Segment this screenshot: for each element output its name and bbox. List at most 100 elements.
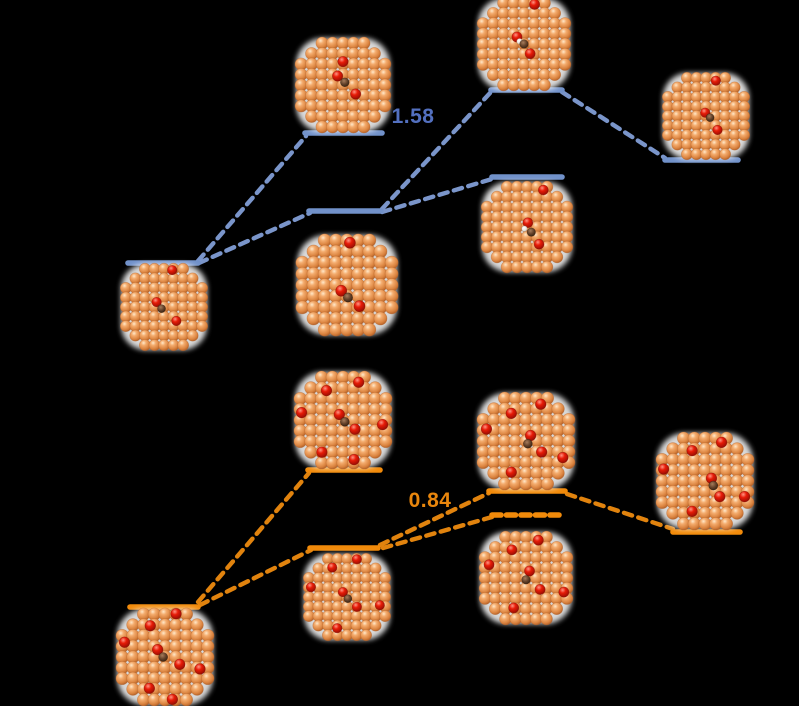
- pathway-top: 1.58: [119, 0, 751, 352]
- o-atom: [171, 315, 182, 327]
- nanoparticle-intermediate2: [302, 552, 392, 642]
- o-atom: [524, 48, 536, 60]
- cu-atom: [190, 682, 204, 696]
- cu-atom: [551, 466, 565, 480]
- o-atom: [535, 446, 548, 458]
- cu-atom: [201, 671, 215, 686]
- c-atom: [521, 575, 531, 585]
- cu-atom: [538, 78, 551, 92]
- nanoparticle-intermediate2: [480, 180, 574, 274]
- o-atom: [686, 505, 698, 518]
- o-atom: [686, 444, 698, 457]
- cu-atom: [540, 477, 555, 491]
- connector-dashed: [197, 547, 314, 608]
- connector-dashed: [379, 89, 494, 212]
- o-atom: [348, 453, 360, 466]
- o-atom: [305, 582, 316, 593]
- nanoparticle-final: [655, 431, 755, 531]
- c-atom: [340, 77, 350, 87]
- o-atom: [524, 565, 535, 577]
- o-atom: [712, 124, 723, 136]
- o-atom: [657, 463, 670, 475]
- cu-atom: [378, 99, 392, 113]
- o-atom: [337, 587, 348, 598]
- cu-atom: [540, 260, 554, 274]
- nanoparticle-intermediate3: [478, 530, 574, 626]
- cu-atom: [550, 602, 564, 616]
- o-atom: [538, 184, 549, 196]
- cu-atom: [196, 320, 209, 332]
- nanoparticle-ts: [476, 391, 576, 491]
- cu-atom: [738, 129, 751, 141]
- cu-atom: [186, 329, 199, 342]
- connector-dashed: [196, 210, 313, 266]
- o-atom: [327, 562, 338, 573]
- cu-atom: [368, 445, 382, 459]
- cu-atom: [379, 610, 392, 622]
- o-atom: [505, 466, 517, 478]
- connector-dashed: [377, 490, 492, 548]
- cu-atom: [360, 629, 372, 642]
- nanoparticle-ts1: [294, 36, 392, 134]
- cu-atom: [550, 250, 564, 264]
- o-atom: [353, 300, 366, 313]
- cu-atom: [540, 612, 553, 626]
- nanoparticle-initial: [119, 262, 209, 352]
- connector-dashed: [559, 89, 668, 161]
- o-atom: [343, 236, 356, 249]
- o-atom: [332, 70, 344, 82]
- nanoparticle-intermediate1: [293, 370, 393, 470]
- o-atom: [333, 408, 345, 421]
- o-atom: [143, 682, 156, 694]
- o-atom: [483, 559, 495, 571]
- o-atom: [316, 446, 328, 458]
- o-atom: [166, 693, 179, 705]
- pathway-bottom: 0.84: [115, 370, 755, 706]
- connector-dashed: [564, 491, 676, 532]
- o-atom: [738, 490, 751, 503]
- o-atom: [335, 284, 348, 297]
- o-atom: [337, 56, 349, 68]
- cu-atom: [179, 693, 194, 706]
- o-atom: [529, 0, 540, 10]
- o-atom: [194, 663, 206, 675]
- o-atom: [522, 217, 534, 228]
- cu-atom: [719, 517, 734, 531]
- h-atom: [521, 225, 528, 232]
- o-atom: [349, 423, 361, 435]
- cu-atom: [379, 434, 393, 449]
- o-atom: [350, 88, 362, 100]
- cu-atom: [357, 456, 372, 470]
- c-atom: [519, 39, 529, 49]
- c-atom: [158, 652, 168, 662]
- c-atom: [708, 480, 719, 491]
- o-atom: [320, 384, 333, 397]
- c-atom: [340, 417, 350, 427]
- c-atom: [523, 438, 533, 449]
- o-atom: [174, 658, 186, 671]
- diagram-render-root: 1.58 0.84: [115, 0, 755, 706]
- o-atom: [480, 423, 493, 435]
- barrier-label-top: 1.58: [392, 105, 435, 128]
- c-atom: [526, 227, 536, 237]
- o-atom: [332, 623, 343, 634]
- c-atom: [343, 594, 353, 603]
- o-atom: [558, 586, 570, 598]
- o-atom: [352, 376, 365, 388]
- o-atom: [144, 620, 156, 632]
- o-atom: [151, 643, 164, 656]
- o-atom: [351, 601, 362, 612]
- cu-atom: [384, 300, 399, 315]
- o-atom: [351, 554, 362, 565]
- connector-dashed: [380, 514, 495, 551]
- c-atom: [705, 113, 715, 122]
- o-atom: [506, 544, 518, 556]
- o-atom: [714, 490, 726, 503]
- barrier-label-bottom: 0.84: [409, 489, 452, 512]
- cu-atom: [367, 109, 381, 123]
- nanoparticle-ts2: [476, 0, 572, 92]
- cu-atom: [548, 68, 562, 82]
- nanoparticle-final: [661, 71, 751, 161]
- cu-atom: [730, 506, 744, 520]
